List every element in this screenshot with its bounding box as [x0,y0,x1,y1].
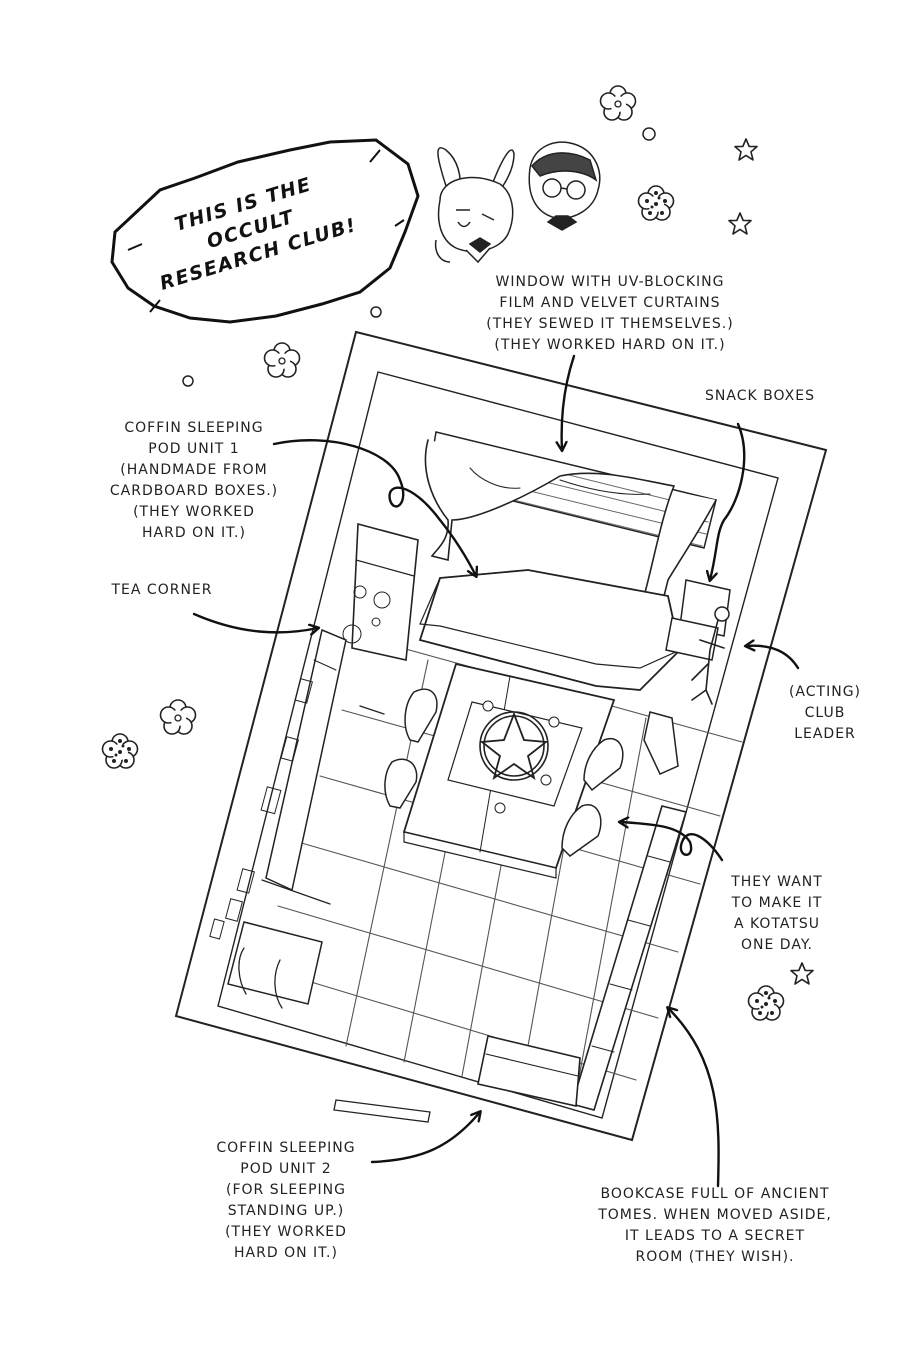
label-snack-boxes: SNACK BOXES [705,388,815,404]
speech-burst [110,138,420,324]
label-tea-corner: TEA CORNER [111,582,213,598]
label-window: WINDOW WITH UV-BLOCKING FILM AND VELVET … [486,274,734,353]
bunny-girl-drawing [434,147,515,264]
label-kotatsu: THEY WANT TO MAKE IT A KOTATSU ONE DAY. [731,874,823,953]
room-floorplan [174,330,828,1142]
label-coffin-pod-2: COFFIN SLEEPING POD UNIT 2 (FOR SLEEPING… [216,1140,356,1261]
label-bookcase: BOOKCASE FULL OF ANCIENT TOMES. WHEN MOV… [598,1186,832,1265]
label-club-leader: (ACTING) CLUB LEADER [788,684,862,742]
label-coffin-pod-1: COFFIN SLEEPING POD UNIT 1 (HANDMADE FRO… [109,420,279,541]
glasses-boy-drawing [528,141,601,231]
annotation-arrows [192,354,800,1188]
